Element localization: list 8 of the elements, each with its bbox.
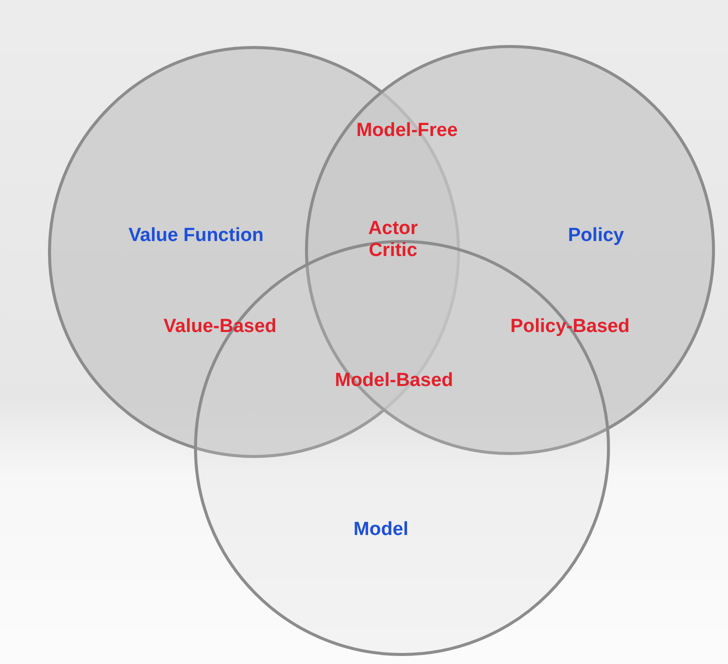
set-label: Value Function <box>128 225 264 247</box>
overlap-label: Model-Free <box>356 120 458 142</box>
overlap-label: Actor Critic <box>367 218 419 262</box>
set-label: Model <box>354 519 408 541</box>
overlap-label: Policy-Based <box>510 316 630 338</box>
set-label: Policy <box>568 225 624 247</box>
overlap-label: Model-Based <box>334 370 454 392</box>
overlap-label: Value-Based <box>164 316 276 338</box>
